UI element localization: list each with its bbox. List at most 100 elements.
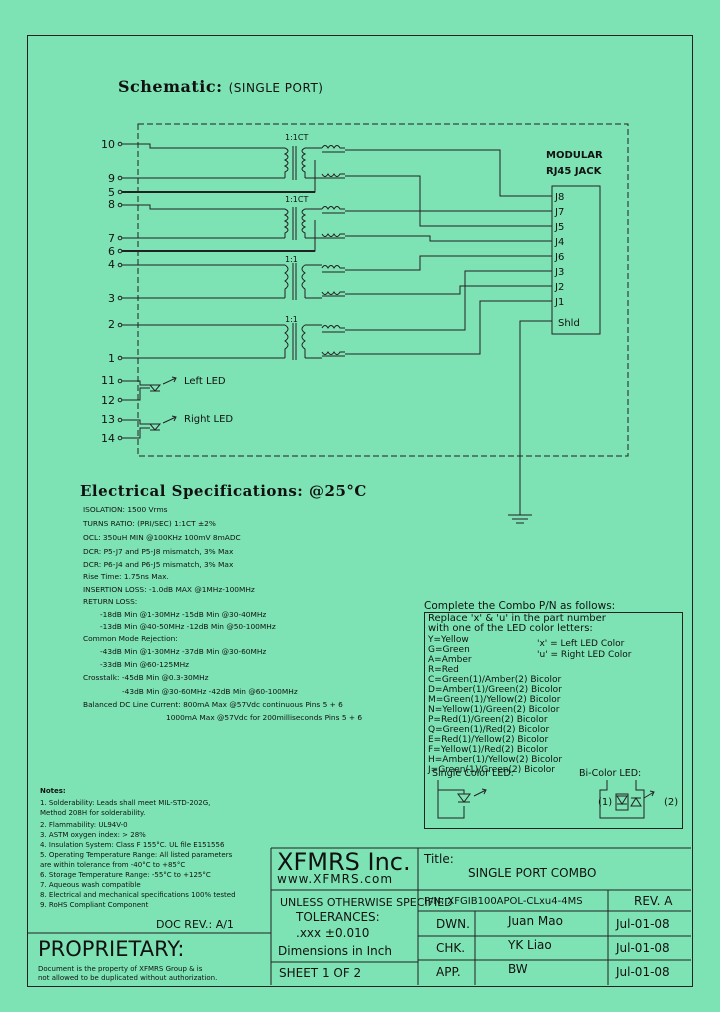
title-value: SINGLE PORT COMBO: [468, 866, 597, 880]
note-line: 2. Flammability: UL94V-0: [40, 821, 128, 829]
color-code: G=Green: [428, 645, 470, 655]
color-code: R=Red: [428, 665, 459, 675]
combo-intro: Replace 'x' & 'u' in the part number: [428, 613, 606, 624]
combo-title: Complete the Combo P/N as follows:: [424, 600, 616, 612]
revision: REV. A: [634, 894, 673, 908]
left-led-label: Left LED: [184, 376, 226, 387]
u-description: 'u' = Right LED Color: [537, 650, 632, 660]
jack-pin-label: J3: [554, 267, 564, 278]
color-code: A=Amber: [428, 655, 472, 665]
jack-pin-label: J2: [554, 282, 564, 293]
pin-label: 4: [108, 258, 115, 271]
schematic-title: Schematic: (SINGLE PORT): [118, 77, 324, 96]
note-line: are within tolerance from -40°C to +85°C: [40, 861, 186, 869]
tolerances-label: TOLERANCES:: [296, 910, 380, 924]
note-line: Method 208H for solderability.: [40, 809, 146, 817]
ratio-label: 1:1CT: [285, 133, 308, 142]
spec-line: RETURN LOSS:: [83, 597, 138, 606]
app-date: Jul-01-08: [616, 965, 670, 979]
combo-intro: with one of the LED color letters:: [428, 623, 593, 634]
color-code: F=Yellow(1)/Red(2) Bicolor: [428, 745, 548, 755]
schematic-subtitle: (SINGLE PORT): [228, 81, 324, 95]
left-led-icon: [148, 376, 177, 392]
note-line: 3. ASTM oxygen index: > 28%: [40, 831, 146, 839]
color-code: C=Green(1)/Amber(2) Bicolor: [428, 675, 562, 685]
note-line: 9. RoHS Compliant Component: [40, 901, 149, 909]
pin-label: 11: [101, 374, 115, 387]
note-line: 5. Operating Temperature Range: All list…: [40, 851, 233, 859]
proprietary-text: not allowed to be duplicated without aut…: [38, 974, 218, 982]
spec-line: -13dB Min @40-50MHz -12dB Min @50-100MHz: [100, 622, 276, 631]
proprietary-title: PROPRIETARY:: [38, 937, 185, 961]
chk-label: CHK.: [436, 941, 466, 955]
ratio-label: 1:1: [285, 255, 298, 264]
bi-color-label: Bi-Color LED:: [579, 768, 642, 779]
drawing-frame: [27, 35, 693, 987]
dwn-name: Juan Mao: [508, 914, 563, 928]
company-website: www.XFMRS.com: [277, 872, 394, 886]
color-code: N=Yellow(1)/Green(2) Bicolor: [428, 705, 560, 715]
pin-label: 3: [108, 292, 115, 305]
note-line: 1. Solderability: Leads shall meet MIL-S…: [40, 799, 211, 807]
spec-line: -18dB Min @1-30MHz -15dB Min @30-40MHz: [100, 610, 267, 619]
spec-line: DCR: P6-J4 and P6-J5 mismatch, 3% Max: [83, 560, 234, 569]
right-led-icon: [148, 415, 177, 431]
jack-pin-label: Shld: [558, 318, 580, 329]
doc-revision: DOC REV.: A/1: [156, 918, 234, 931]
note-line: 7. Aqueous wash compatible: [40, 881, 141, 889]
connector-title: MODULAR: [546, 150, 603, 161]
connector-title: RJ45 JACK: [546, 166, 603, 177]
unless-specified: UNLESS OTHERWISE SPECIFIED: [280, 896, 453, 909]
color-code: D=Amber(1)/Green(2) Bicolor: [428, 685, 562, 695]
color-code: M=Green(1)/Yellow(2) Bicolor: [428, 695, 561, 705]
jack-pin-label: J8: [554, 192, 564, 203]
spec-line: Common Mode Rejection:: [83, 634, 178, 643]
tolerance-value: .xxx ±0.010: [296, 926, 370, 940]
dwn-date: Jul-01-08: [616, 917, 670, 931]
title-label: Title:: [424, 852, 454, 866]
pin-label: 1: [108, 352, 115, 365]
color-code: J=Green(1)/Green(2) Bicolor: [428, 765, 555, 775]
proprietary-text: Document is the property of XFMRS Group …: [38, 965, 203, 973]
pin-label: 5: [108, 186, 115, 199]
x-description: 'x' = Left LED Color: [537, 639, 625, 649]
company-name: XFMRS Inc.: [277, 848, 411, 876]
jack-pin-label: J4: [554, 237, 564, 248]
part-number: P/N: XFGIB100APOL-CLxu4-4MS: [424, 896, 583, 907]
color-code: Y=Yellow: [428, 635, 469, 645]
pin-label: 13: [101, 413, 115, 426]
single-color-label: Single Color LED:: [432, 768, 514, 779]
notes-title: Notes:: [40, 787, 66, 795]
pin-label: 9: [108, 172, 115, 185]
app-label: APP.: [436, 965, 461, 979]
combo-box: [424, 612, 683, 829]
jack-pin-label: J7: [554, 207, 564, 218]
pin-label: 7: [108, 232, 115, 245]
spec-line: Balanced DC Line Current: 800mA Max @57V…: [83, 700, 343, 709]
jack-pin-label: J1: [554, 297, 564, 308]
spec-line: 1000mA Max @57Vdc for 200milliseconds Pi…: [166, 713, 363, 722]
pin-label: 12: [101, 394, 115, 407]
led-symbols: (1) (2): [437, 780, 678, 819]
color-code: H=Amber(1)/Yellow(2) Bicolor: [428, 755, 563, 765]
color-code: E=Red(1)/Yellow(2) Bicolor: [428, 735, 549, 745]
rj45-jack-box: [551, 185, 601, 335]
pin-label: 6: [108, 245, 115, 258]
spec-line: ISOLATION: 1500 Vrms: [83, 505, 168, 514]
electrical-title: Electrical Specifications: @25°C: [80, 482, 367, 500]
spec-line: OCL: 350uH MIN @100KHz 100mV 8mADC: [83, 533, 241, 542]
chk-name: YK Liao: [508, 938, 552, 952]
jack-pin-label: J5: [554, 222, 564, 233]
color-code: Q=Green(1)/Red(2) Bicolor: [428, 725, 550, 735]
single-color-led-icon: [437, 780, 487, 819]
spec-line: -43dB Min @30-60MHz -42dB Min @60-100MHz: [122, 687, 298, 696]
bicolor-1-label: (1): [598, 797, 612, 808]
spec-line: Rise Time: 1.75ns Max.: [83, 572, 169, 581]
spec-line: Crosstalk: -45dB Min @0.3-30MHz: [83, 673, 209, 682]
color-code: P=Red(1)/Green(2) Bicolor: [428, 715, 548, 725]
chk-date: Jul-01-08: [616, 941, 670, 955]
note-line: 4. Insulation System: Class F 155°C. UL …: [40, 841, 225, 849]
spec-line: INSERTION LOSS: -1.0dB MAX @1MHz-100MHz: [83, 585, 255, 594]
note-line: 6. Storage Temperature Range: -55°C to +…: [40, 871, 211, 879]
